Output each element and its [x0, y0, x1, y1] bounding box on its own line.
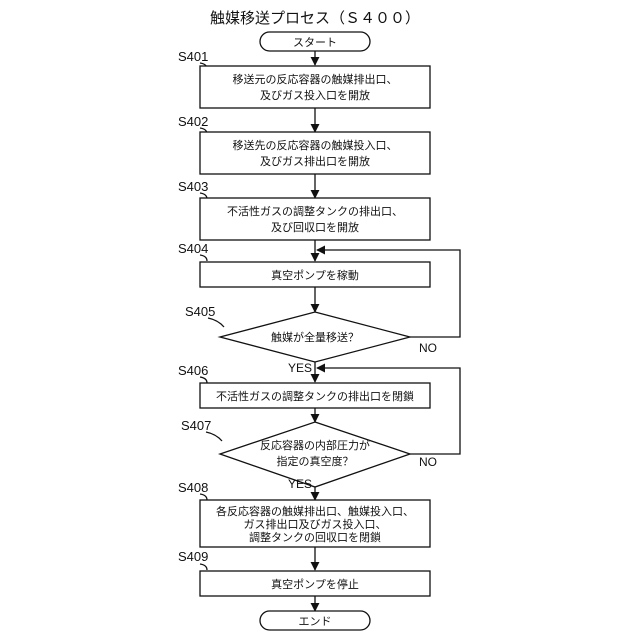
- step-s404: S404 真空ポンプを稼動: [178, 241, 430, 287]
- step-text-line: 移送先の反応容器の触媒投入口、: [233, 138, 398, 152]
- end-terminal: エンド: [260, 611, 370, 630]
- start-terminal: スタート: [260, 32, 370, 51]
- step-text-line: 及びガス排出口を開放: [260, 154, 370, 168]
- step-text-line: 真空ポンプを停止: [271, 577, 359, 591]
- step-text-line: 及び回収口を開放: [271, 220, 359, 234]
- diagram-title: 触媒移送プロセス（Ｓ４００）: [210, 9, 420, 27]
- step-text-line: 真空ポンプを稼動: [271, 268, 359, 282]
- step-id: S403: [178, 179, 208, 194]
- start-label: スタート: [293, 36, 337, 49]
- step-id: S402: [178, 114, 208, 129]
- step-text-line: 不活性ガスの調整タンクの排出口を閉鎖: [216, 389, 414, 403]
- step-s403: S403 不活性ガスの調整タンクの排出口、 及び回収口を開放: [178, 179, 430, 240]
- step-s402: S402 移送先の反応容器の触媒投入口、 及びガス排出口を開放: [178, 114, 430, 174]
- step-text-line: 不活性ガスの調整タンクの排出口、: [227, 204, 403, 218]
- branch-no-label: NO: [419, 341, 437, 355]
- step-text-line: 調整タンクの回収口を閉鎖: [249, 530, 381, 544]
- branch-yes-label: YES: [288, 477, 312, 491]
- branch-yes-label: YES: [288, 361, 312, 375]
- decision-text-line: 反応容器の内部圧力が: [260, 438, 370, 452]
- step-s409: S409 真空ポンプを停止: [178, 549, 430, 596]
- step-id: S405: [185, 304, 215, 319]
- step-text-line: ガス排出口及びガス投入口、: [244, 517, 387, 531]
- step-id: S409: [178, 549, 208, 564]
- step-text-line: 及びガス投入口を開放: [260, 88, 370, 102]
- step-s401: S401 移送元の反応容器の触媒排出口、 及びガス投入口を開放: [178, 49, 430, 108]
- step-id: S404: [178, 241, 208, 256]
- decision-text-line: 指定の真空度？: [277, 454, 354, 468]
- step-id: S407: [181, 418, 211, 433]
- step-id: S406: [178, 363, 208, 378]
- branch-no-label: NO: [419, 455, 437, 469]
- step-id: S408: [178, 480, 208, 495]
- decision-s405: S405 触媒が全量移送？ NO YES: [185, 304, 437, 375]
- end-label: エンド: [299, 615, 332, 628]
- decision-text: 触媒が全量移送？: [271, 330, 359, 344]
- decision-s407: S407 反応容器の内部圧力が 指定の真空度？ NO YES: [181, 418, 437, 491]
- step-id: S401: [178, 49, 208, 64]
- step-text-line: 各反応容器の触媒排出口、触媒投入口、: [216, 504, 414, 518]
- step-text-line: 移送元の反応容器の触媒排出口、: [233, 72, 398, 86]
